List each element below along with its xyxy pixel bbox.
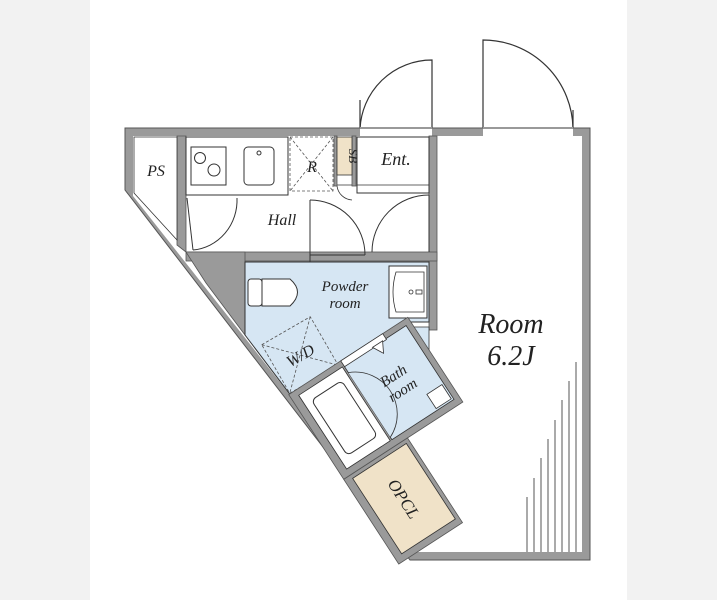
washbasin-icon xyxy=(388,265,428,319)
powder-room-label-1: Powder xyxy=(321,279,369,295)
ps-label: PS xyxy=(146,163,165,180)
opcl-closet xyxy=(352,442,456,555)
entrance: Ent. xyxy=(356,136,430,194)
kitchen-door xyxy=(186,197,238,251)
room-label-1: Room xyxy=(477,309,543,340)
loft-ladder xyxy=(526,362,577,552)
powder-room-label-2: room xyxy=(329,296,360,312)
sink-icon xyxy=(243,146,275,186)
room-inner-door xyxy=(371,194,430,253)
refrigerator-space: R xyxy=(289,136,334,192)
refrigerator-label: R xyxy=(306,159,317,176)
internal-walls xyxy=(176,135,438,337)
room-label-2: 6.2J xyxy=(487,341,536,372)
stove-icon xyxy=(190,146,227,186)
hall-label: Hall xyxy=(267,212,297,229)
entrance-label: Ent. xyxy=(380,149,411,169)
kitchen-counter xyxy=(185,136,289,196)
entrance-door xyxy=(359,59,433,131)
entrance-opening xyxy=(360,127,432,137)
ps-space xyxy=(133,136,178,242)
powder-room-door xyxy=(309,199,366,262)
bath-block: Bath room OPCL xyxy=(288,316,464,565)
room-door xyxy=(482,39,574,131)
bath-door xyxy=(340,333,388,368)
room-opening xyxy=(483,127,573,137)
toilet-icon xyxy=(247,278,298,307)
